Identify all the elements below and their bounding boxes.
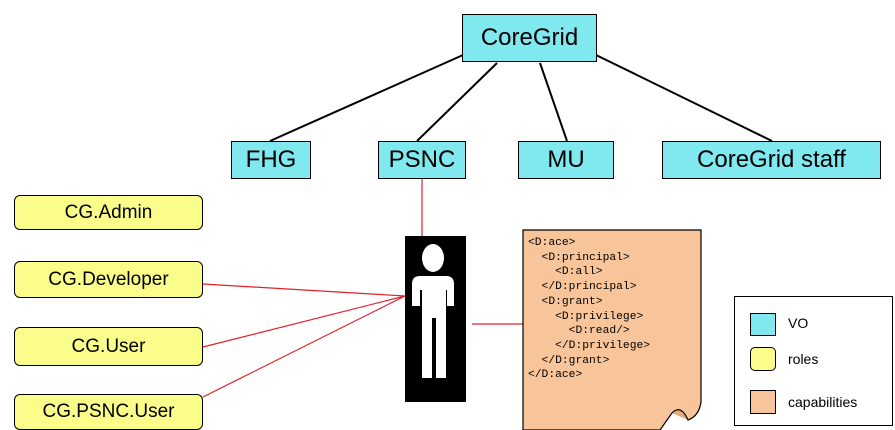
connector-root-mu [539,62,568,142]
legend: VO roles capabilities [734,296,893,426]
vo-coregrid-staff: CoreGrid staff [662,141,881,179]
role-cg-psnc-user: CG.PSNC.User [14,394,203,430]
connector-user-developer [202,283,406,297]
role-cg-user: CG.User [14,327,203,366]
doc-line: <D:read/> [528,325,630,338]
legend-swatch-roles [750,347,776,371]
doc-line: </D:principal> [528,281,637,294]
legend-swatch-vo [750,313,776,336]
role-cg-admin: CG.Admin [14,195,203,230]
connector-user-user [202,295,406,348]
doc-line: <D:all> [528,266,603,279]
legend-label-roles: roles [788,351,819,367]
connector-root-fhg [269,54,464,142]
role-cg-developer: CG.Developer [14,261,203,298]
doc-line: <D:grant> [528,295,603,308]
doc-line: </D:privilege> [528,339,651,352]
doc-line: <D:principal> [528,251,630,264]
legend-swatch-capabilities [750,390,776,414]
vo-mu: MU [518,141,614,179]
doc-line: <D:ace> [528,237,576,249]
person-icon [405,236,466,402]
connector-root-staff [595,54,773,142]
capability-document-text: <D:ace> <D:principal> <D:all> </D:princi… [528,236,650,383]
doc-line: </D:ace> [528,369,583,382]
vo-root-coregrid: CoreGrid [462,14,597,62]
connector-user-psnc-user [202,295,406,398]
capability-document-fold [671,409,689,421]
doc-line: <D:privilege> [528,310,644,323]
connector-root-psnc [416,62,498,142]
legend-label-capabilities: capabilities [788,394,858,410]
legend-label-vo: VO [788,315,809,331]
vo-psnc: PSNC [378,141,466,179]
doc-line: </D:grant> [528,354,610,367]
vo-fhg: FHG [231,141,311,179]
